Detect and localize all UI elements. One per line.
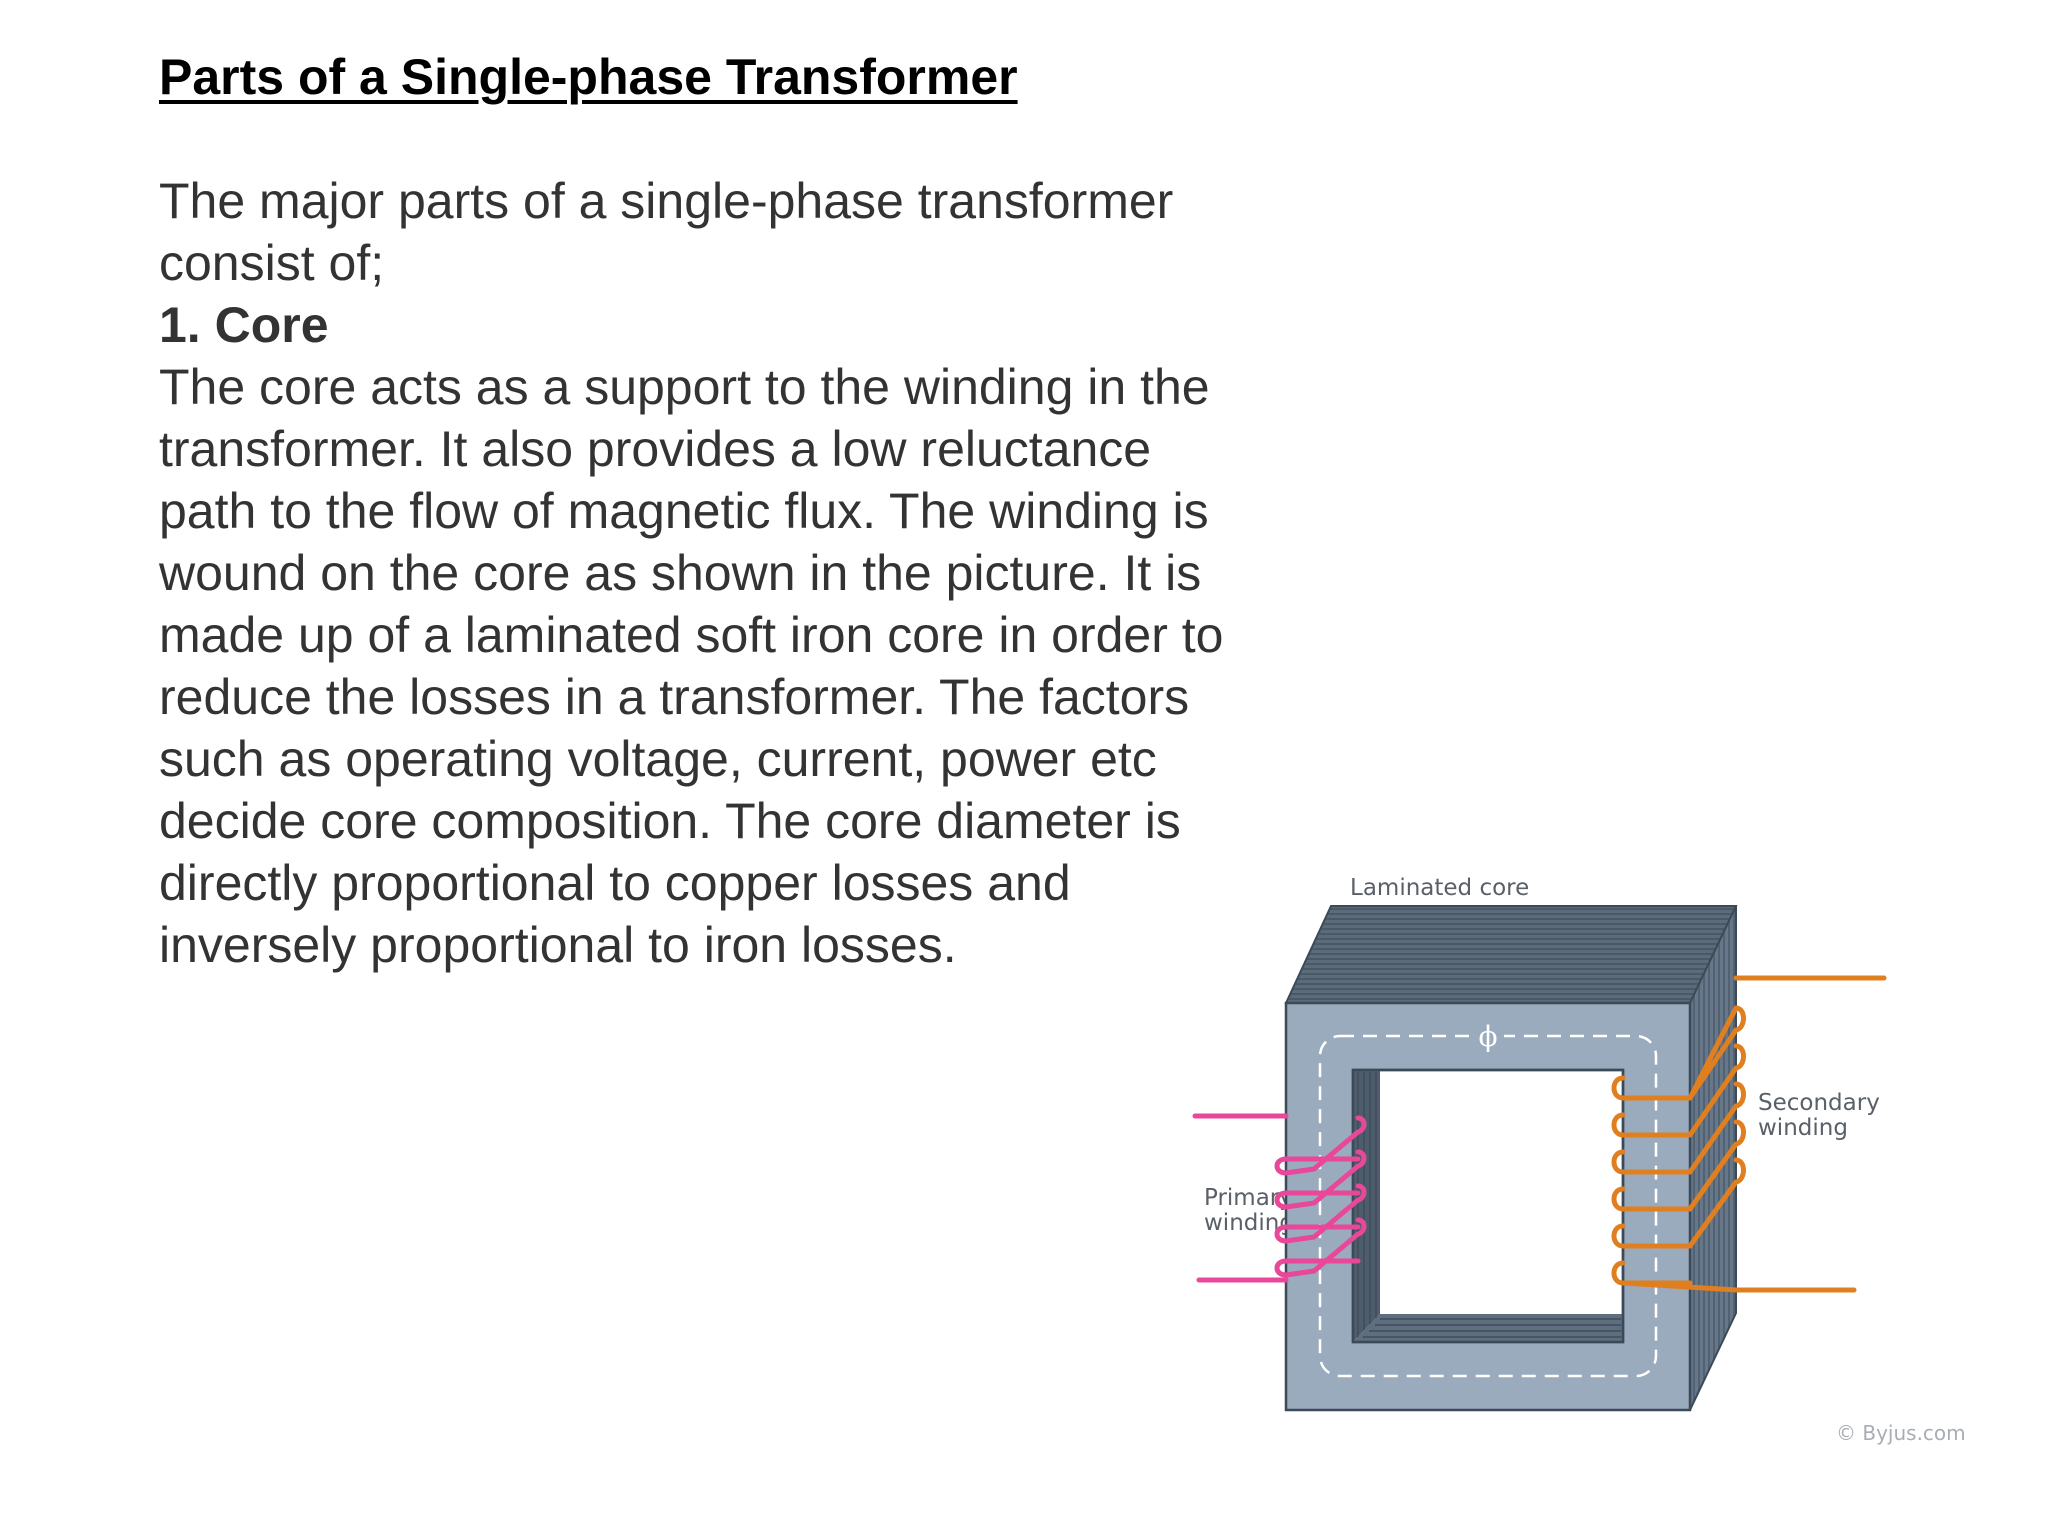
secondary-winding (1611, 975, 1887, 1293)
primary-winding-label-line2: winding (1204, 1210, 1294, 1236)
body-text: The major parts of a single-phase transf… (159, 170, 1279, 976)
primary-turn-2 (1311, 1149, 1367, 1206)
paragraph-line: such as operating voltage, current, powe… (159, 731, 1157, 787)
primary-turn-4 (1311, 1217, 1367, 1274)
paragraph-line: The core acts as a support to the windin… (159, 359, 1210, 415)
primary-turn-3 (1311, 1183, 1367, 1240)
secondary-loop-3 (1611, 1149, 1626, 1175)
secondary-back-1 (1687, 1005, 1746, 1101)
paragraph-line: transformer. It also provides a low relu… (159, 421, 1152, 477)
primary-winding (1192, 1113, 1367, 1283)
section-heading: 1. Core (159, 297, 329, 353)
primary-loop-3 (1274, 1224, 1317, 1244)
paragraph-line: reduce the losses in a transformer. The … (159, 669, 1190, 725)
secondary-winding-label: Secondary (1758, 1090, 1880, 1116)
page-title: Parts of a Single-phase Transformer (159, 49, 1018, 105)
core-top-face (1284, 905, 1738, 1004)
laminated-core-label: Laminated core (1350, 875, 1529, 901)
transformer-diagram: Laminated core Primary winding Secondary… (1190, 860, 1990, 1520)
paragraph-line: path to the flow of magnetic flux. The w… (159, 483, 1209, 539)
window-inner-left (1353, 1070, 1380, 1342)
secondary-back-3 (1687, 1081, 1746, 1175)
secondary-back-4 (1687, 1119, 1746, 1212)
secondary-loop-2 (1611, 1112, 1626, 1138)
paragraph-line: directly proportional to copper losses a… (159, 855, 1071, 911)
image-credit: © Byjus.com (1836, 1421, 1966, 1445)
paragraph-line: wound on the core as shown in the pictur… (159, 545, 1202, 601)
primary-loop-4 (1274, 1258, 1317, 1278)
transformer-diagram-svg: Laminated core Primary winding Secondary… (1192, 875, 1966, 1445)
window-inner-bottom (1353, 1314, 1623, 1342)
intro-line: consist of; (159, 235, 385, 291)
secondary-back-2 (1687, 1043, 1746, 1138)
paragraph-line: inversely proportional to iron losses. (159, 917, 957, 973)
secondary-loop-4 (1611, 1186, 1626, 1212)
window-lamination-lines (1357, 1072, 1621, 1338)
secondary-loop-5 (1611, 1223, 1626, 1249)
flux-symbol: ϕ (1478, 1020, 1497, 1053)
secondary-back-5 (1687, 1157, 1746, 1249)
window-border (1351, 1068, 1625, 1344)
flux-symbol-bg (1472, 1024, 1504, 1050)
primary-turn-1 (1311, 1115, 1367, 1172)
intro-line: The major parts of a single-phase transf… (159, 173, 1174, 229)
paragraph-line: decide core composition. The core diamet… (159, 793, 1181, 849)
secondary-loop-6 (1611, 1260, 1739, 1293)
secondary-winding-label-line2: winding (1758, 1115, 1848, 1141)
primary-loop-1 (1274, 1156, 1317, 1176)
secondary-loop-1 (1611, 1075, 1626, 1101)
secondary-link-1 (1687, 1005, 1739, 1101)
paragraph-line: made up of a laminated soft iron core in… (159, 607, 1224, 663)
primary-loop-2 (1274, 1190, 1317, 1210)
